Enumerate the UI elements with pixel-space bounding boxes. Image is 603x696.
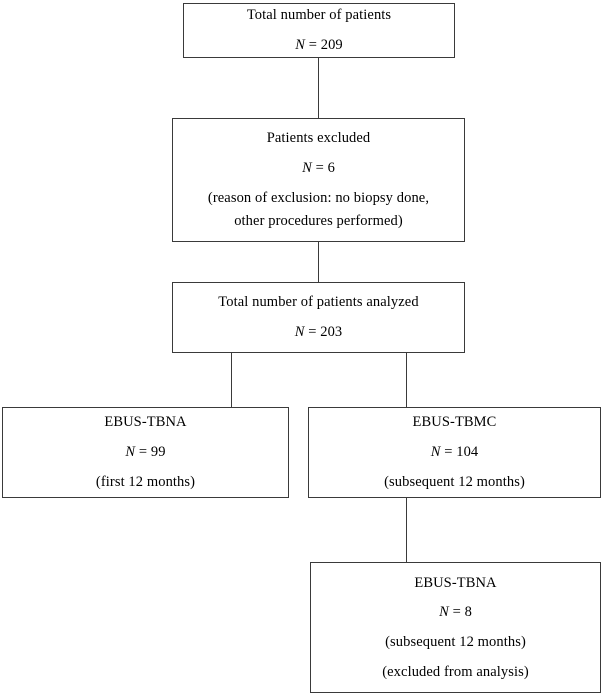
ebus-tbmc-count: N = 104 [431,444,479,461]
ebus-tbna-first-period: (first 12 months) [95,473,196,490]
patients-analyzed-count-value: = 203 [304,324,343,340]
ebus-tbna-excluded-box: EBUS-TBNA N = 8 (subsequent 12 months) (… [310,562,601,693]
total-patients-count: N = 209 [295,37,343,54]
n-symbol: N [302,159,312,176]
total-patients-title: Total number of patients [246,7,392,24]
patients-excluded-reason-line-1: (reason of exclusion: no biopsy done, [207,189,430,206]
connector-analyzed-to-tbmc [405,353,407,407]
ebus-tbna-excluded-note: (excluded from analysis) [382,663,529,680]
ebus-tbna-excluded-period: (subsequent 12 months) [385,634,526,650]
ebus-tbna-excluded-count: N = 8 [439,604,472,621]
ebus-tbna-first-box: EBUS-TBNA N = 99 (first 12 months) [2,407,289,498]
ebus-tbna-first-title: EBUS-TBNA [104,414,187,431]
patients-excluded-count: N = 6 [302,160,335,177]
ebus-tbmc-box: EBUS-TBMC N = 104 (subsequent 12 months) [308,407,601,498]
patients-analyzed-count: N = 203 [295,324,343,341]
connector-excluded-to-analyzed [317,242,319,282]
total-patients-box: Total number of patients N = 209 [183,3,455,58]
patients-excluded-title: Patients excluded [266,130,371,147]
patients-excluded-count-value: = 6 [311,159,335,176]
n-symbol: N [294,324,305,340]
connector-analyzed-to-tbna [230,353,232,407]
ebus-tbna-first-count: N = 99 [125,444,165,461]
connector-total-to-excluded [317,58,319,118]
ebus-tbmc-title: EBUS-TBMC [412,414,497,431]
ebus-tbna-first-count-value: = 99 [135,444,166,461]
ebus-tbna-excluded-title: EBUS-TBNA [414,574,497,591]
patients-analyzed-box: Total number of patients analyzed N = 20… [172,282,465,353]
patients-excluded-reason-line-2: other procedures performed) [234,213,403,230]
ebus-tbmc-period: (subsequent 12 months) [384,473,525,490]
ebus-tbna-excluded-count-value: = 8 [448,604,472,621]
total-patients-count-value: = 209 [305,37,343,53]
n-symbol: N [125,444,136,461]
patients-excluded-box: Patients excluded N = 6 (reason of exclu… [172,118,465,242]
ebus-tbmc-count-value: = 104 [440,444,479,461]
connector-tbmc-to-tbna-excluded [405,498,407,562]
n-symbol: N [430,444,441,461]
patients-analyzed-title: Total number of patients analyzed [218,294,419,311]
n-symbol: N [439,604,449,621]
n-symbol: N [295,37,305,53]
